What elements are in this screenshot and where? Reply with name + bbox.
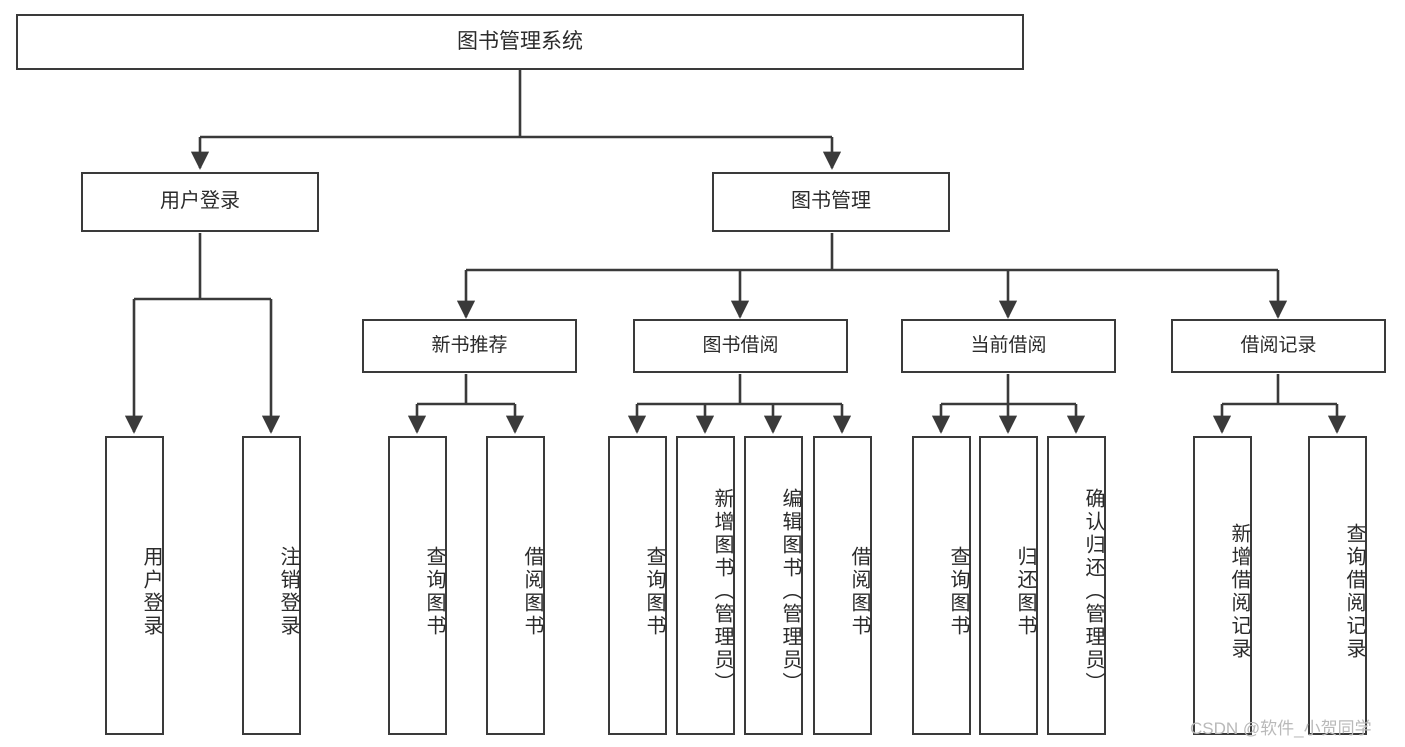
node-label: 用户登录 (140, 545, 162, 638)
node-leaf-query-book-borrow[interactable]: 查询图书 (608, 436, 667, 735)
node-label: 归还图书 (1014, 545, 1036, 638)
node-borrow-record[interactable]: 借阅记录 (1171, 319, 1386, 373)
node-label: 当前借阅 (970, 334, 1047, 356)
node-label: 借阅图书 (521, 545, 543, 638)
node-book-borrow[interactable]: 图书借阅 (633, 319, 848, 373)
node-leaf-add-book-admin[interactable]: 新增图书（管理员） (676, 436, 735, 735)
node-leaf-confirm-return-admin[interactable]: 确认归还（管理员） (1047, 436, 1106, 735)
node-label: 图书管理系统 (457, 29, 583, 53)
node-user-login[interactable]: 用户登录 (81, 172, 319, 232)
node-label: 确认归还（管理员） (1082, 488, 1104, 695)
node-leaf-logout[interactable]: 注销登录 (242, 436, 301, 735)
node-label: 新增图书（管理员） (711, 488, 733, 695)
node-label: 查询图书 (423, 545, 445, 638)
node-label: 新增借阅记录 (1228, 522, 1250, 661)
node-label: 借阅记录 (1240, 334, 1317, 356)
node-book-management[interactable]: 图书管理 (712, 172, 950, 232)
node-leaf-lend-book[interactable]: 借阅图书 (813, 436, 872, 735)
node-current-borrow[interactable]: 当前借阅 (901, 319, 1116, 373)
node-label: 图书管理 (791, 190, 871, 213)
node-label: 图书借阅 (702, 334, 779, 356)
node-label: 借阅图书 (848, 545, 870, 638)
node-label: 新书推荐 (431, 334, 508, 356)
node-leaf-borrow-book-recommend[interactable]: 借阅图书 (486, 436, 545, 735)
node-label: 查询图书 (643, 545, 665, 638)
node-root-book-management-system[interactable]: 图书管理系统 (16, 14, 1024, 70)
node-label: 注销登录 (277, 545, 299, 638)
node-label: 编辑图书（管理员） (779, 488, 801, 695)
node-label: 用户登录 (160, 190, 240, 213)
node-leaf-query-borrow-record[interactable]: 查询借阅记录 (1308, 436, 1367, 735)
node-leaf-edit-book-admin[interactable]: 编辑图书（管理员） (744, 436, 803, 735)
node-label: 查询图书 (947, 545, 969, 638)
node-leaf-query-book-recommend[interactable]: 查询图书 (388, 436, 447, 735)
node-leaf-query-book-current[interactable]: 查询图书 (912, 436, 971, 735)
node-leaf-add-borrow-record[interactable]: 新增借阅记录 (1193, 436, 1252, 735)
node-new-book-recommend[interactable]: 新书推荐 (362, 319, 577, 373)
node-leaf-user-login[interactable]: 用户登录 (105, 436, 164, 735)
node-label: 查询借阅记录 (1343, 522, 1365, 661)
csdn-watermark: CSDN @软件_小贺同学 (1190, 719, 1372, 738)
node-leaf-return-book[interactable]: 归还图书 (979, 436, 1038, 735)
